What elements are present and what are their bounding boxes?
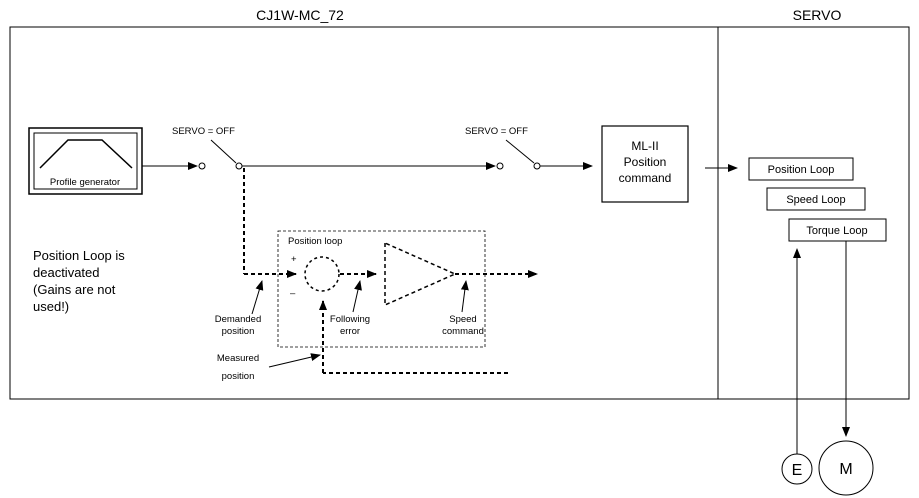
measured-line2: position: [222, 371, 255, 382]
mlii-line3: command: [619, 171, 672, 185]
servo-speed-loop-box: Speed Loop: [766, 187, 866, 211]
following-line2: error: [340, 326, 360, 337]
switch1-left-contact: [198, 162, 206, 170]
controller-frame: [9, 26, 719, 400]
following-line1: Following: [330, 314, 370, 325]
demanded-pointer: [251, 280, 264, 315]
switch2-lever: [505, 139, 535, 164]
inactive-position-loop: Position loop + – Demanded position Foll…: [215, 168, 538, 382]
profile-generator-label: Profile generator: [50, 177, 120, 188]
torque-loop-label: Torque Loop: [806, 225, 867, 237]
summing-junction: [304, 256, 340, 292]
switch1-label: SERVO = OFF: [172, 126, 235, 137]
speed-cmd-pointer: [460, 280, 469, 313]
trapezoid-profile-icon: [39, 139, 133, 169]
measured-line1: Measured: [217, 353, 259, 364]
demanded-line1: Demanded: [215, 314, 261, 325]
profile-generator-block: Profile generator: [28, 127, 143, 195]
servo-frame: [717, 26, 910, 400]
following-pointer: [352, 280, 362, 313]
note-line2: deactivated: [33, 265, 100, 280]
minus-sign: –: [290, 288, 296, 299]
gain-triangle: [384, 241, 457, 307]
deactivated-note: Position Loop is deactivated (Gains are …: [33, 248, 125, 314]
note-line4: used!): [33, 299, 69, 314]
speed-cmd-line2: command: [442, 326, 484, 337]
switch2-left-contact: [496, 162, 504, 170]
measured-pointer: [268, 353, 321, 368]
note-line3: (Gains are not: [33, 282, 116, 297]
servo-title: SERVO: [793, 7, 842, 23]
switch1-right-contact: [235, 162, 243, 170]
servo-torque-loop-box: Torque Loop: [788, 218, 887, 242]
motor-symbol: M: [818, 440, 874, 496]
servo-position-loop-box: Position Loop: [748, 157, 854, 181]
note-line1: Position Loop is: [33, 248, 125, 263]
position-loop-frame: [277, 230, 486, 348]
speed-cmd-line1: Speed: [449, 314, 476, 325]
plus-sign: +: [291, 254, 297, 265]
speed-loop-label: Speed Loop: [786, 194, 845, 206]
motor-label: M: [839, 461, 852, 478]
switch2-right-contact: [533, 162, 541, 170]
mlii-line1: ML-II: [631, 139, 658, 153]
position-loop-label: Position Loop: [768, 164, 835, 176]
switch1-lever: [210, 139, 237, 164]
position-loop-title: Position loop: [288, 236, 342, 247]
mlii-position-command-block: ML-II Position command: [601, 125, 689, 203]
switch2-label: SERVO = OFF: [465, 126, 528, 137]
demanded-line2: position: [222, 326, 255, 337]
mlii-line2: Position: [624, 155, 667, 169]
encoder-symbol: E: [781, 453, 813, 485]
encoder-label: E: [792, 462, 803, 479]
controller-title: CJ1W-MC_72: [256, 7, 344, 23]
